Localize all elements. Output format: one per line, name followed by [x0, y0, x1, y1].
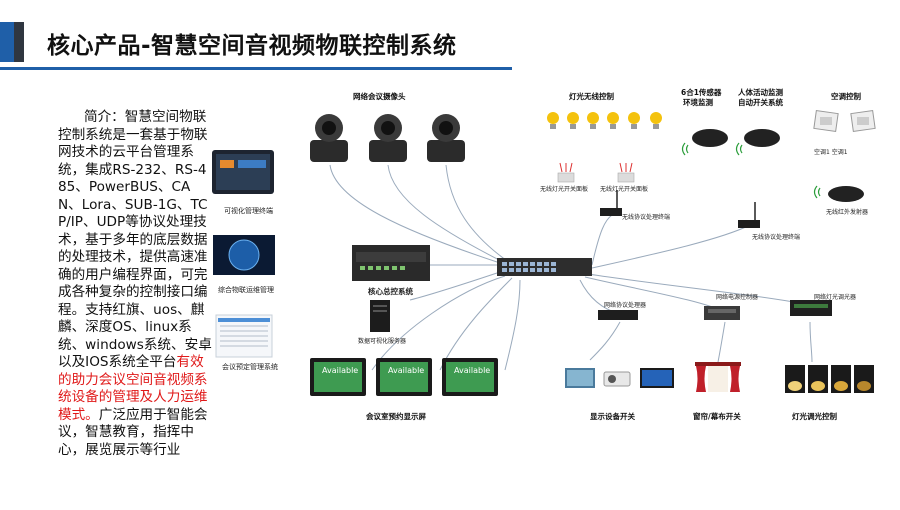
ac-header: 空调控制	[831, 92, 861, 101]
booking-screen-3-status: Available	[454, 366, 491, 375]
display-devices-icon	[565, 368, 674, 388]
network-switch-icon	[497, 258, 592, 276]
sensor-header-line2: 环境监测	[683, 98, 713, 107]
booking-display-screen-2	[376, 358, 432, 396]
description-highlight: 有效的助力会议空间音视频系统设备的管理及人力运维模式。	[58, 354, 208, 423]
ir-emitter-label: 无线红外发射器	[826, 209, 869, 216]
presence-header-line2: 自动开关系统	[738, 98, 783, 107]
wireless-light-bulbs	[547, 112, 662, 124]
camera-header: 网络会议摄像头	[353, 92, 406, 101]
booking-management-screen-icon	[215, 314, 273, 358]
ac-unit-label: 空调1 空调1	[814, 149, 848, 156]
presence-header-line1: 人体活动监测	[738, 88, 783, 97]
wireless-panel-2-label: 无线灯光开关面板	[600, 186, 649, 193]
conference-camera-3	[427, 114, 465, 162]
description-tail: 广泛应用于智能会议，智慧教育，指挥中心，展览展示等行业	[58, 406, 208, 458]
six-in-one-sensor-icon	[692, 129, 728, 147]
booking-screen-2-status: Available	[388, 366, 425, 375]
wireless-gateway-1-label: 无线协议处理终端	[622, 214, 671, 221]
core-host-label: 核心总控系统	[368, 287, 413, 296]
curtain-icon	[695, 362, 741, 392]
title-accent-bar-dark	[14, 22, 24, 62]
display-switch-label: 显示设备开关	[590, 412, 635, 421]
wireless-gateway-1-icon	[600, 190, 622, 216]
dimming-lights-icon	[785, 365, 874, 393]
booking-display-screen-1	[310, 358, 366, 396]
data-server-icon	[370, 300, 390, 332]
air-conditioner-icon	[813, 109, 876, 133]
wireless-panel-1-icon	[557, 172, 575, 183]
conference-camera-2	[369, 114, 407, 162]
power-controller-icon	[704, 306, 740, 320]
light-dimmer-icon	[790, 300, 832, 316]
wireless-panel-1-label: 无线灯光开关面板	[540, 186, 589, 193]
title-underline	[0, 67, 512, 70]
data-server-label: 数据可视化服务器	[358, 338, 407, 345]
light-dimming-label: 灯光调光控制	[792, 412, 837, 421]
protocol-processor-icon	[598, 310, 638, 320]
booking-screen-label: 会议室预约显示屏	[366, 412, 426, 421]
booking-display-screen-3	[442, 358, 498, 396]
page-title: 核心产品-智慧空间音视频物联控制系统	[47, 33, 457, 59]
dimmer-label: 网络灯光调光器	[814, 294, 857, 301]
description-lead: 简介：智慧空间物联控制系统是一套基于物联网技术的云平台管理系统，集成RS-232…	[58, 109, 212, 370]
sensor-header-line1: 6合1传感器	[681, 88, 722, 97]
description-text: 简介：智慧空间物联控制系统是一套基于物联网技术的云平台管理系统，集成RS-232…	[58, 109, 214, 459]
curtain-switch-label: 窗帘/幕布开关	[693, 412, 741, 421]
wireless-gateway-2-label: 无线协议处理终端	[752, 234, 801, 241]
light-wireless-header: 灯光无线控制	[569, 92, 614, 101]
protocol-processor-label: 网络协议处理器	[604, 302, 647, 309]
visual-terminal-label: 可视化管理终端	[224, 207, 273, 215]
wireless-signal-icon	[559, 162, 633, 173]
iot-operations-screen-icon	[213, 235, 275, 275]
presence-sensor-icon	[744, 129, 780, 147]
wireless-gateway-2-icon	[738, 202, 760, 228]
power-controller-label: 网络电源控制器	[716, 294, 759, 301]
booking-mgmt-label: 会议预定管理系统	[222, 363, 278, 371]
conference-camera-1	[310, 114, 348, 162]
wireless-panel-2-icon	[617, 172, 635, 183]
iot-ops-label: 综合物联运维管理	[218, 286, 274, 294]
booking-screen-1-status: Available	[322, 366, 359, 375]
core-control-host-icon	[352, 245, 430, 281]
title-accent-bar	[0, 22, 14, 62]
ir-emitter-icon	[828, 186, 864, 202]
visual-management-terminal-icon	[212, 150, 274, 194]
